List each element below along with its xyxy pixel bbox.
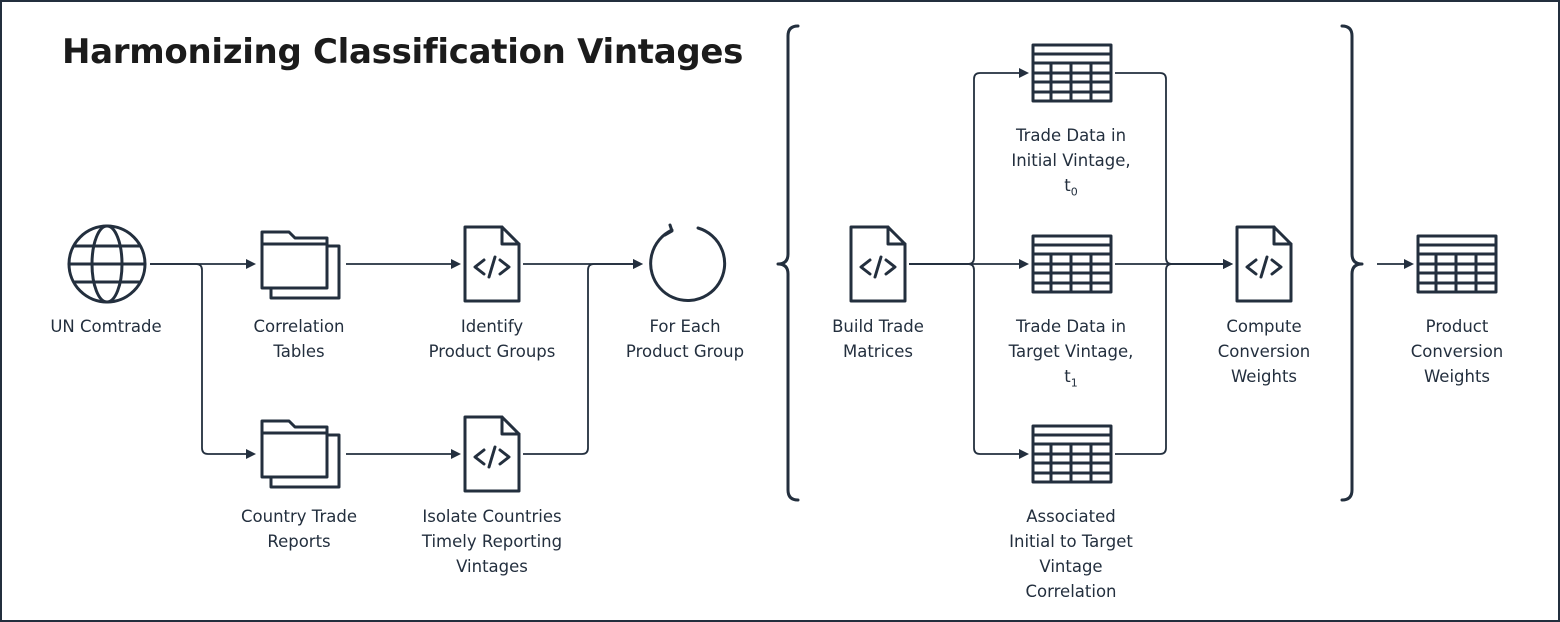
code-file-icon (1235, 225, 1293, 303)
edge-build-trade-matrices-to-trade-data-initial (909, 72, 1027, 265)
folders-icon (260, 419, 341, 489)
table-icon (1031, 424, 1113, 484)
table-icon (1416, 234, 1498, 294)
edge-associated-correlation-to-compute-conversion-weights (1115, 263, 1231, 455)
arrowhead (451, 449, 461, 459)
code-file-icon (463, 225, 521, 303)
un-comtrade-label: UN Comtrade (50, 317, 162, 336)
edge-isolate-countries-to-for-each-product-group (523, 263, 641, 455)
build-trade-matrices-label: Build Trade Matrices (832, 317, 924, 361)
table-icon (1031, 43, 1113, 103)
edge-trade-data-initial-to-compute-conversion-weights (1115, 72, 1231, 265)
arrowhead (1019, 68, 1029, 78)
identify-product-groups-label: Identify Product Groups (428, 317, 556, 361)
arrowhead (1223, 259, 1233, 269)
arrowhead (633, 259, 643, 269)
arrowhead (246, 449, 256, 459)
loop-group-close-brace (1340, 24, 1364, 502)
table-icon (1031, 234, 1113, 294)
trade-data-target-label: Trade Data in Target Vintage, t1 (1008, 317, 1134, 390)
trade-data-initial-label: Trade Data in Initial Vintage, t0 (1011, 126, 1131, 199)
compute-conversion-weights-label: Compute Conversion Weights (1217, 317, 1311, 386)
product-conversion-weights-label: Product Conversion Weights (1410, 317, 1504, 386)
connector-lines (150, 68, 1414, 459)
associated-correlation-label: Associated Initial to Target Vintage Cor… (1009, 507, 1133, 601)
globe-icon (67, 224, 147, 304)
folders-icon (260, 230, 341, 300)
diagram-title: Harmonizing Classification Vintages (62, 32, 744, 72)
correlation-tables-label: Correlation Tables (253, 317, 345, 361)
isolate-countries-label: Isolate Countries Timely Reporting Vinta… (421, 507, 563, 576)
loop-group-open-brace (776, 24, 800, 502)
loop-icon (649, 223, 727, 303)
for-each-product-group-label: For Each Product Group (625, 317, 745, 361)
arrowhead (1404, 259, 1414, 269)
edge-build-trade-matrices-to-associated-correlation (909, 263, 1027, 455)
arrowhead (1019, 449, 1029, 459)
code-file-icon (463, 415, 521, 493)
arrowhead (246, 259, 256, 269)
code-file-icon (849, 225, 907, 303)
country-trade-reports-label: Country Trade Reports (241, 507, 357, 551)
arrowhead (451, 259, 461, 269)
edge-un-comtrade-to-country-trade-reports (150, 263, 254, 455)
arrowhead (1019, 259, 1029, 269)
